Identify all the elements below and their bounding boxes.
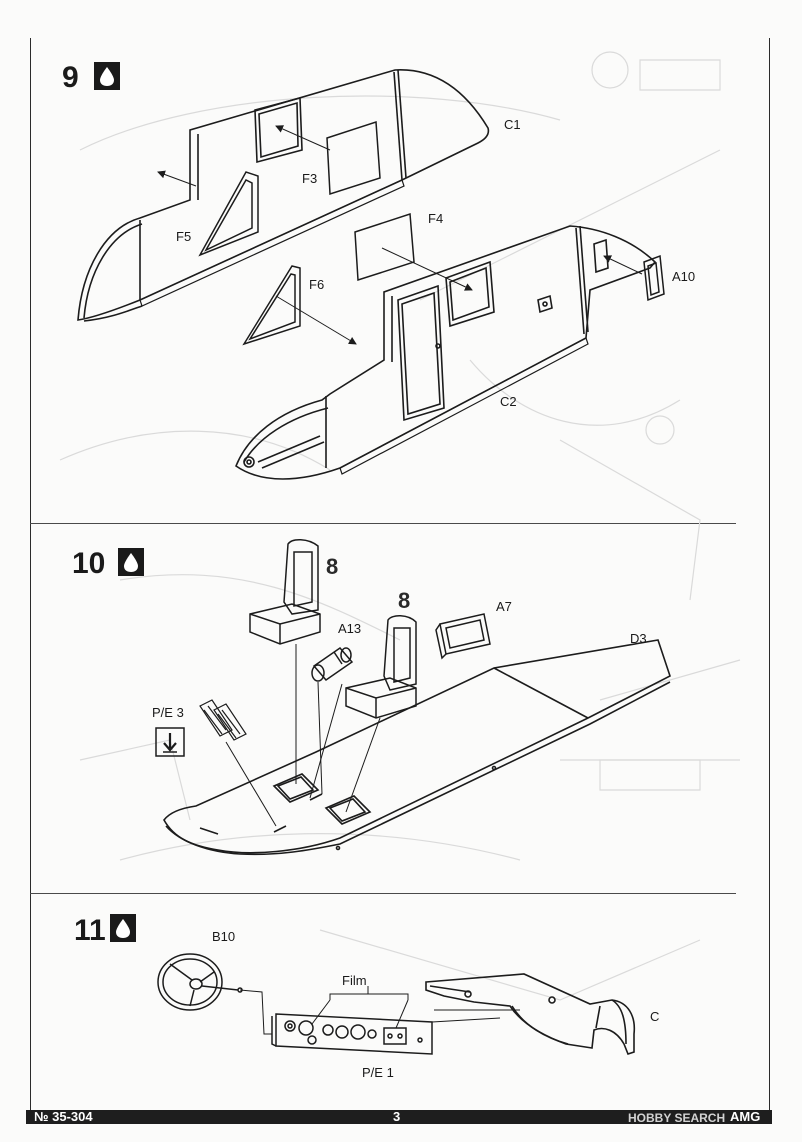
glue-drop-icon [124, 553, 138, 572]
label-pe3: P/E 3 [152, 705, 184, 720]
part-c-drawing [425, 973, 636, 1055]
step-9-number: 9 [62, 61, 79, 94]
label-f3: F3 [302, 171, 318, 186]
step-10-guide-lines [225, 644, 381, 827]
label-f6: F6 [309, 277, 325, 292]
fold-down-arrow-icon [155, 727, 185, 757]
part-c2-drawing [235, 225, 657, 480]
step-10-glue-icon [118, 548, 144, 576]
label-seat-ref-1: 8 [326, 554, 339, 579]
part-f4-drawing [354, 212, 415, 282]
label-a10: A10 [672, 269, 696, 284]
part-a10-drawing [643, 254, 665, 302]
part-pe1-drawing [271, 1013, 433, 1055]
divider-step-10-11 [30, 893, 736, 894]
divider-step-9-10 [30, 523, 736, 524]
part-a13-drawing [311, 646, 354, 682]
step-10-number: 10 [72, 547, 106, 580]
step-11-glue-icon [110, 914, 136, 942]
label-f5: F5 [176, 229, 192, 244]
label-film: Film [342, 973, 367, 988]
label-d3: D3 [630, 631, 647, 646]
seat-2-drawing [345, 615, 417, 719]
film-bracket-drawing [311, 986, 409, 1029]
part-c1-drawing [77, 69, 490, 322]
bleed-through-ghost [59, 51, 741, 1001]
part-pe3-drawing [199, 699, 247, 741]
label-pe1: P/E 1 [362, 1065, 394, 1080]
footer-page-number: 3 [393, 1109, 401, 1124]
footer-kit-number: № 35-304 [34, 1109, 93, 1124]
footer-brand: AMG [730, 1109, 761, 1124]
label-f4: F4 [428, 211, 444, 226]
part-f3-drawing [326, 120, 381, 196]
label-c2: C2 [500, 394, 517, 409]
part-f5-drawing [198, 171, 259, 257]
part-f6-drawing [242, 265, 301, 346]
glue-drop-icon [100, 67, 114, 86]
step-9-glue-icon [94, 62, 120, 90]
footer-bar [26, 1110, 772, 1124]
label-seat-ref-2: 8 [398, 588, 411, 613]
step-11-guide-lines [239, 989, 520, 1035]
step-11-number: 11 [74, 914, 106, 947]
label-b10: B10 [212, 929, 236, 944]
label-c1: C1 [504, 117, 521, 132]
seat-1-drawing [249, 539, 321, 645]
label-c: C [650, 1009, 660, 1024]
frame-right [769, 38, 770, 1110]
label-a7: A7 [496, 599, 512, 614]
watermark-text: HOBBY SEARCH [628, 1111, 726, 1125]
glue-drop-icon [116, 919, 130, 938]
part-d3-drawing [163, 639, 671, 856]
frame-left [30, 38, 31, 1110]
part-b10-drawing [157, 953, 243, 1011]
part-a7-drawing [435, 613, 491, 660]
label-a13: A13 [338, 621, 362, 636]
step-9-arrows [157, 125, 643, 345]
